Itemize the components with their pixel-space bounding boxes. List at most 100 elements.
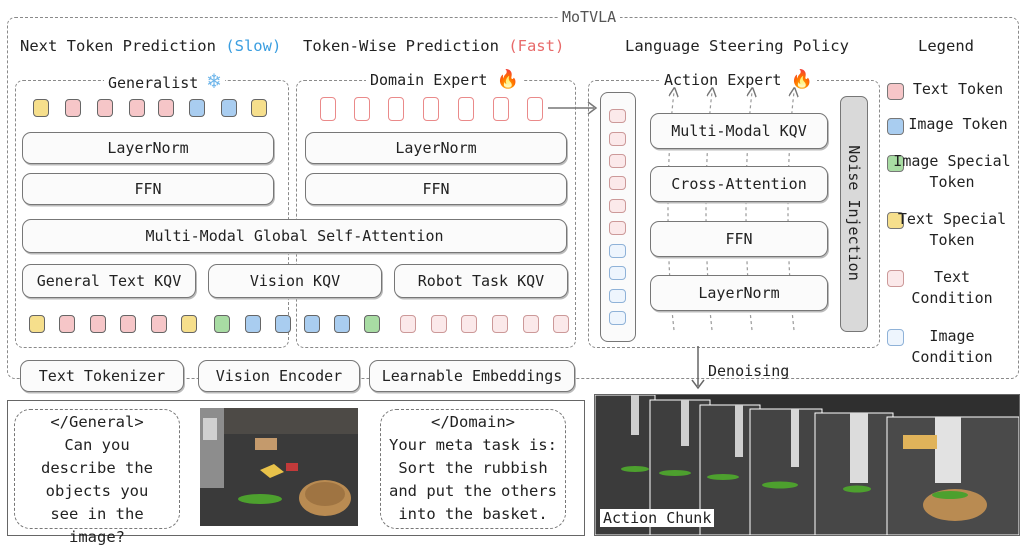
token — [320, 97, 336, 121]
generalist-layernorm: LayerNorm — [22, 132, 274, 164]
next-token-header: Next Token Prediction (Slow) — [20, 37, 281, 55]
token — [609, 311, 626, 325]
token — [129, 99, 145, 117]
fire-icon: 🔥 — [496, 69, 519, 90]
token — [493, 97, 509, 121]
token — [609, 289, 626, 303]
action-multimodal-kqv: Multi-Modal KQV — [650, 113, 828, 149]
token — [33, 99, 49, 117]
token — [251, 99, 267, 117]
legend-swatch — [887, 155, 904, 172]
action-chunk-label: Action Chunk — [600, 509, 715, 527]
general-prompt-text: Can you describe the objects you see in … — [41, 436, 153, 546]
domain-expert-title: Domain Expert 🔥 — [366, 69, 523, 90]
legend-swatch — [887, 83, 904, 100]
token — [553, 315, 569, 333]
token — [492, 315, 508, 333]
action-expert-title: Action Expert 🔥 — [660, 69, 817, 90]
generalist-title: Generalist ❄ — [104, 69, 225, 94]
action-layernorm: LayerNorm — [650, 275, 828, 311]
action-chunk-frames — [595, 395, 1019, 535]
domain-prompt-bubble: </Domain> Your meta task is: Sort the ru… — [380, 409, 566, 529]
robot-task-kqv: Robot Task KQV — [394, 264, 568, 298]
vision-kqv: Vision KQV — [208, 264, 382, 298]
legend-swatch — [887, 270, 904, 287]
token — [609, 266, 626, 280]
token — [120, 315, 136, 333]
slow-label: (Slow) — [225, 37, 282, 55]
token — [214, 315, 230, 333]
domain-prompt-text: Your meta task is: Sort the rubbish and … — [389, 436, 557, 523]
legend-label: Text Condition — [911, 268, 993, 307]
legend-label: Text Special Token — [897, 210, 1007, 249]
next-token-label: Next Token Prediction — [20, 37, 216, 55]
vision-encoder: Vision Encoder — [198, 360, 360, 392]
token — [275, 315, 291, 333]
legend-label: Image Special Token — [893, 152, 1011, 191]
generalist-panel — [15, 80, 289, 348]
token — [609, 132, 626, 146]
token — [65, 99, 81, 117]
legend-swatch — [887, 118, 904, 135]
denoising-arrow — [691, 346, 705, 390]
token — [364, 315, 380, 333]
token — [431, 315, 447, 333]
legend-header: Legend — [918, 37, 974, 55]
motvla-title: MoTVLA — [558, 8, 621, 26]
robot-scene-image — [200, 408, 358, 526]
snowflake-icon: ❄ — [207, 69, 221, 94]
token — [245, 315, 261, 333]
fast-label: (Fast) — [508, 37, 565, 55]
token — [304, 315, 320, 333]
token — [423, 97, 439, 121]
token — [29, 315, 45, 333]
fire-icon: 🔥 — [790, 69, 813, 90]
global-self-attention: Multi-Modal Global Self-Attention — [22, 219, 567, 253]
token — [189, 99, 205, 117]
legend-swatch — [887, 329, 904, 346]
legend-swatch — [887, 212, 904, 229]
token — [609, 199, 626, 213]
token-wise-label: Token-Wise Prediction — [303, 37, 499, 55]
condition-column — [600, 92, 636, 342]
steering-header: Language Steering Policy — [625, 37, 849, 55]
token — [221, 99, 237, 117]
token — [527, 97, 543, 121]
token — [461, 315, 477, 333]
domain-expert-title-text: Domain Expert — [370, 71, 488, 89]
legend-label: Image Token — [908, 115, 1008, 133]
token — [388, 97, 404, 121]
noise-injection — [840, 96, 868, 332]
general-prompt-bubble: </General> Can you describe the objects … — [14, 409, 180, 546]
noise-injection-label: Noise Injection — [845, 145, 863, 281]
examples-panel — [7, 400, 585, 536]
legend-label: Image Condition — [911, 327, 993, 366]
token — [97, 99, 113, 117]
domain-layernorm: LayerNorm — [305, 132, 567, 164]
token — [609, 221, 626, 235]
generalist-title-text: Generalist — [108, 74, 199, 92]
token — [354, 97, 370, 121]
action-ffn: FFN — [650, 221, 828, 257]
text-tokenizer: Text Tokenizer — [20, 360, 184, 392]
token — [59, 315, 75, 333]
token — [334, 315, 350, 333]
generalist-ffn: FFN — [22, 173, 274, 205]
token — [90, 315, 106, 333]
token — [609, 176, 626, 190]
token — [523, 315, 539, 333]
expert-arrow — [548, 101, 598, 115]
legend-label: Text Token — [912, 80, 1004, 98]
token — [151, 315, 167, 333]
token-wise-header: Token-Wise Prediction (Fast) — [303, 37, 564, 55]
token — [609, 244, 626, 258]
token — [458, 97, 474, 121]
token — [400, 315, 416, 333]
token — [158, 99, 174, 117]
token — [609, 109, 626, 123]
domain-tag: </Domain> — [431, 413, 515, 431]
learnable-embeddings: Learnable Embeddings — [369, 360, 575, 392]
action-cross-attention: Cross-Attention — [650, 166, 828, 202]
token — [609, 154, 626, 168]
domain-ffn: FFN — [305, 173, 567, 205]
